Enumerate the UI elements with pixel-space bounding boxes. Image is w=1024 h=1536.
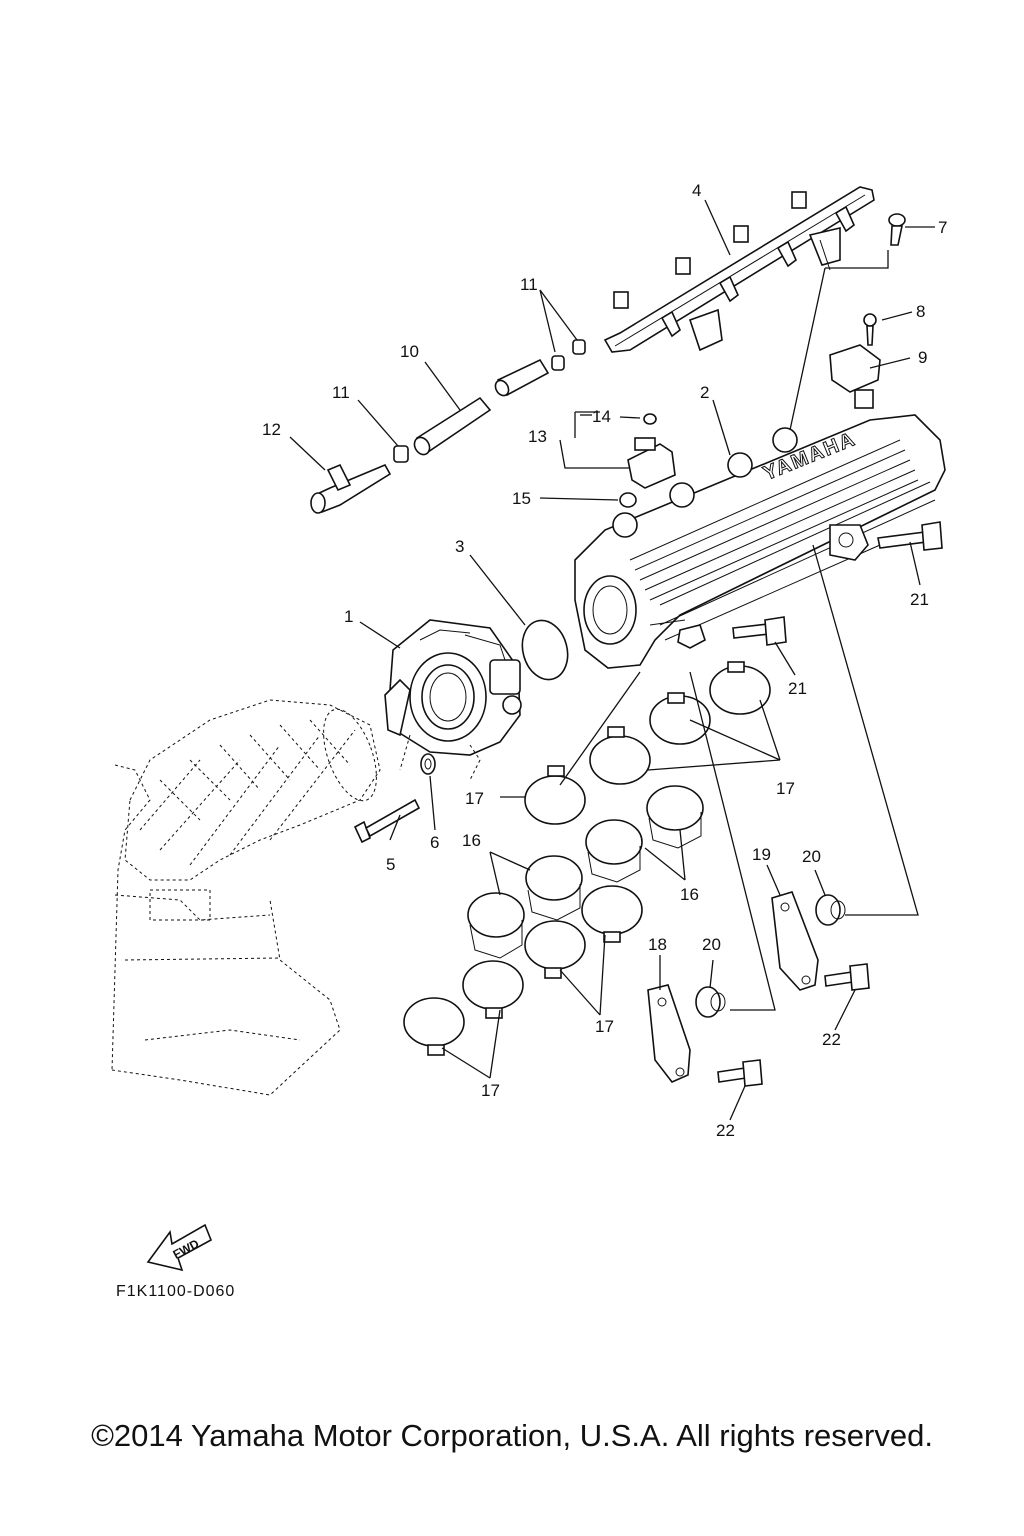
callout-1: 1 (344, 607, 353, 626)
copyright-notice: ©2014 Yamaha Motor Corporation, U.S.A. A… (91, 1418, 933, 1453)
pressure-sensor (829, 344, 881, 409)
callout-3: 3 (455, 537, 464, 556)
fuel-rail (603, 186, 875, 353)
fuel-hose-connector (310, 463, 392, 514)
callout-9: 9 (918, 348, 927, 367)
callout-21-upper: 21 (910, 590, 929, 609)
injector-seal (619, 492, 637, 508)
callout-11-upper: 11 (520, 275, 538, 294)
bolt-22-upper (824, 963, 870, 991)
callout-13: 13 (528, 427, 547, 446)
drawing-code: F1K1100-D060 (116, 1283, 236, 1300)
o-ring (521, 619, 569, 681)
callout-17-b: 17 (776, 779, 795, 798)
callout-11-lower: 11 (332, 383, 350, 402)
callout-19: 19 (752, 845, 771, 864)
callout-21-lower: 21 (788, 679, 807, 698)
bolt-8 (863, 313, 877, 346)
plate-18 (647, 984, 691, 1083)
callout-20-upper: 20 (802, 847, 821, 866)
plate-19 (771, 891, 819, 991)
callout-15: 15 (512, 489, 531, 508)
grommet-20-upper (815, 894, 846, 926)
hose-clamp-17-group (403, 661, 771, 1056)
intake-manifold: YAMAHA (574, 414, 946, 669)
airbox-assembly (111, 699, 381, 1096)
bolt-7 (888, 213, 906, 246)
callout-20-lower: 20 (702, 935, 721, 954)
callout-10: 10 (400, 342, 419, 361)
bolt-22-lower (717, 1059, 763, 1087)
bolt-21-upper (877, 521, 943, 551)
throttle-body (384, 619, 522, 781)
callout-8: 8 (916, 302, 925, 321)
callout-labels: 1 2 3 4 5 6 7 8 9 10 11 11 12 13 14 15 1… (262, 181, 947, 1140)
injector-o-ring (643, 413, 657, 425)
forward-arrow-icon: FWD (146, 1223, 213, 1272)
callout-7: 7 (938, 218, 947, 237)
leader-lines (289, 199, 935, 1121)
bolt-21-lower (732, 616, 787, 646)
callout-2: 2 (700, 383, 709, 402)
hose-clamp-11-left (393, 445, 409, 463)
callout-17-c: 17 (595, 1017, 614, 1036)
hose-clamp-11-right-a (551, 355, 565, 371)
bolt-5 (353, 798, 421, 844)
callout-16-left: 16 (462, 831, 481, 850)
callout-16-right: 16 (680, 885, 699, 904)
callout-17-d: 17 (481, 1081, 500, 1100)
callout-4: 4 (692, 181, 701, 200)
callout-14: 14 (592, 407, 611, 426)
callout-6: 6 (430, 833, 439, 852)
fuel-injector (627, 437, 676, 489)
intake-joint-16-group (467, 785, 704, 959)
washer-6 (420, 753, 436, 775)
grommet-20-lower (695, 986, 726, 1018)
hose-clamp-11-right-b (572, 339, 586, 355)
callout-18: 18 (648, 935, 667, 954)
callout-17-a: 17 (465, 789, 484, 808)
callout-22-upper: 22 (822, 1030, 841, 1049)
fuel-hose (413, 358, 550, 456)
callout-22-lower: 22 (716, 1121, 735, 1140)
callout-5: 5 (386, 855, 395, 874)
callout-12: 12 (262, 420, 281, 439)
